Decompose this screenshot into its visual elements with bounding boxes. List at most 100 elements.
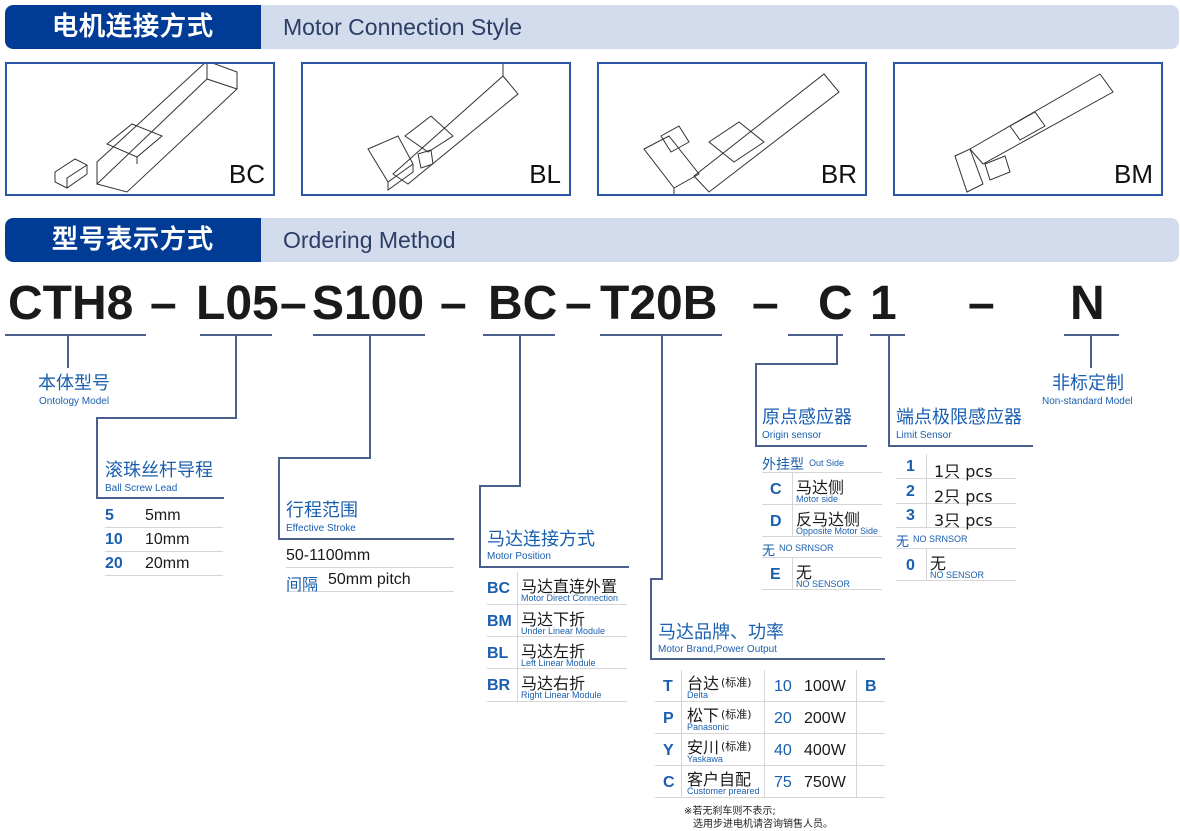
group-label-en: NO SRNSOR xyxy=(779,543,834,553)
connection-label: BC xyxy=(228,159,265,189)
non-standard-title: 非标定制 xyxy=(1052,373,1124,394)
motor-position-subtitle: Motor Position xyxy=(487,551,551,562)
position-en: Motor Direct Connection xyxy=(521,593,619,603)
limit-value: 2只 pcs xyxy=(934,487,993,506)
stroke-title: 行程范围 xyxy=(286,500,358,521)
table-row: 20 20mm xyxy=(105,552,223,576)
lead-code: 10 xyxy=(105,531,123,548)
group-label-en: NO SRNSOR xyxy=(913,534,968,544)
table-row: 1 1只 pcs xyxy=(896,454,1016,481)
brand-code: P xyxy=(663,710,674,727)
brand-code: C xyxy=(663,774,675,791)
brake-note: ※若无刹车则不表示; xyxy=(684,806,776,817)
position-code: BC xyxy=(487,580,511,597)
limit-sensor-subtitle: Limit Sensor xyxy=(896,430,952,441)
module-bm-drawing-icon xyxy=(954,73,1114,193)
table-row: 5 5mm xyxy=(105,504,223,528)
origin-code: C xyxy=(770,481,782,498)
connection-card-bc: BC xyxy=(5,62,275,196)
connection-label: BR xyxy=(820,159,857,189)
brand-cn: 松下 xyxy=(687,706,720,725)
connection-label: BL xyxy=(529,159,561,189)
ball-screw-lead-title: 滚珠丝杆导程 xyxy=(105,460,213,481)
origin-sensor-title: 原点感应器 xyxy=(762,407,852,428)
brand-code: T xyxy=(663,678,673,695)
limit-code: 1 xyxy=(906,458,915,475)
stepper-note: 选用步进电机请咨询销售人员。 xyxy=(693,819,833,830)
motor-brand-subtitle: Motor Brand,Power Output xyxy=(658,644,777,655)
table-row: BL 马达左折 Left Linear Module xyxy=(487,637,627,669)
power-value: 400W xyxy=(804,742,846,759)
code-dash: – xyxy=(150,277,177,330)
table-row: D 反马达侧 Opposite Motor Side xyxy=(762,505,882,537)
origin-cn: 马达侧 xyxy=(796,478,845,497)
brand-cn: 客户自配 xyxy=(687,770,752,789)
brand-en: Customer preared xyxy=(687,786,760,796)
motor-brand-title: 马达品牌、功率 xyxy=(658,622,784,643)
position-cn: 马达左折 xyxy=(521,642,586,661)
brand-std: (标准) xyxy=(721,708,752,721)
stroke-range: 50-1100mm xyxy=(286,547,371,564)
section-title-cn: 电机连接方式 xyxy=(5,5,261,49)
origin-cn: 反马达侧 xyxy=(796,510,861,529)
code-dash: – xyxy=(968,277,995,330)
position-en: Left Linear Module xyxy=(521,658,596,668)
limit-code: 2 xyxy=(906,483,915,500)
section-title-cn: 型号表示方式 xyxy=(5,218,261,262)
stroke-pitch: 50mm pitch xyxy=(328,571,411,588)
motor-position-title: 马达连接方式 xyxy=(487,529,595,550)
brand-en: Yaskawa xyxy=(687,754,723,764)
origin-sensor-subtitle: Origin sensor xyxy=(762,430,822,441)
table-row: BR 马达右折 Right Linear Module xyxy=(487,669,627,702)
limit-en: NO SENSOR xyxy=(930,570,985,580)
power-value: 750W xyxy=(804,774,846,791)
code-lead: L05 xyxy=(196,277,279,330)
ontology-subtitle: Ontology Model xyxy=(39,396,110,407)
code-motor: T20B xyxy=(600,277,718,330)
brand-std: (标准) xyxy=(721,676,752,689)
module-bl-drawing-icon xyxy=(367,64,519,191)
section-header-motor-connection: 电机连接方式 Motor Connection Style xyxy=(5,5,1179,49)
stroke-range-row: 50-1100mm xyxy=(286,544,454,568)
power-code: 10 xyxy=(774,678,792,695)
section-title-en: Ordering Method xyxy=(283,227,456,253)
connection-card-br: BR xyxy=(597,62,867,196)
connection-card-bm: BM xyxy=(893,62,1163,196)
origin-en: NO SENSOR xyxy=(796,579,851,589)
table-row: C 马达侧 Motor side xyxy=(762,473,882,505)
origin-cn: 无 xyxy=(796,563,813,582)
position-en: Right Linear Module xyxy=(521,690,602,700)
power-code: 20 xyxy=(774,710,792,727)
table-row: BM 马达下折 Under Linear Module xyxy=(487,605,627,637)
origin-en: Motor side xyxy=(796,494,839,504)
ontology-title: 本体型号 xyxy=(38,373,110,394)
position-cn: 马达右折 xyxy=(521,674,586,693)
table-row: P 松下 (标准) Panasonic 20 200W xyxy=(655,702,885,734)
limit-sensor-title: 端点极限感应器 xyxy=(896,407,1022,428)
stroke-pitch-row: 间隔 50mm pitch xyxy=(286,568,454,594)
lead-code: 20 xyxy=(105,555,123,572)
table-row: 3 3只 pcs xyxy=(896,504,1016,530)
stroke-pitch-label: 间隔 xyxy=(286,575,319,594)
table-row: T 台达 (标准) Delta 10 100W B xyxy=(655,670,885,702)
power-code: 40 xyxy=(774,742,792,759)
table-row: 10 10mm xyxy=(105,528,223,552)
lead-value: 20mm xyxy=(145,555,190,572)
stroke-subtitle: Effective Stroke xyxy=(286,523,356,534)
limit-code: 0 xyxy=(906,557,915,574)
group-header: 外挂型 Out Side xyxy=(762,452,882,473)
origin-en: Opposite Motor Side xyxy=(796,526,879,536)
code-dash: – xyxy=(440,277,467,330)
group-header: 无 NO SRNSOR xyxy=(896,528,1016,550)
code-series: CTH8 xyxy=(8,277,134,330)
limit-value: 3只 pcs xyxy=(934,511,993,530)
code-dash: – xyxy=(752,277,779,330)
position-cn: 马达下折 xyxy=(521,610,586,629)
position-cn: 马达直连外置 xyxy=(521,577,618,596)
origin-code: E xyxy=(770,566,781,583)
position-code: BR xyxy=(487,677,511,694)
section-title-en: Motor Connection Style xyxy=(283,14,523,40)
table-row: C 客户自配 Customer preared 75 750W xyxy=(655,766,885,798)
group-label-cn: 无 xyxy=(896,535,910,550)
module-br-drawing-icon xyxy=(643,73,840,194)
